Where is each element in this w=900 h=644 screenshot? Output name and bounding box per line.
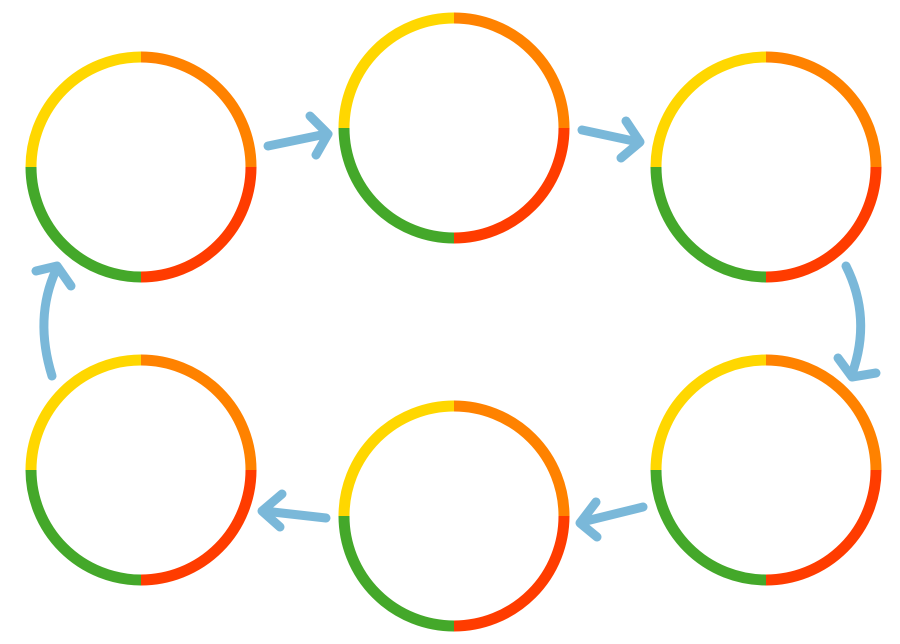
cycle-node-2 [338, 12, 570, 244]
cycle-node-5 [338, 400, 570, 632]
segment-bottom-right [453, 515, 570, 632]
arrow-head [575, 497, 602, 542]
ring-layer [25, 12, 882, 632]
cycle-node-6 [25, 354, 257, 586]
segment-top-right [453, 12, 570, 129]
flow-arrow-node-2-to-node-3 [577, 116, 645, 163]
arrow-head [31, 261, 76, 291]
arrow-shaft [39, 265, 61, 381]
flow-arrow-node-1-to-node-2 [263, 111, 333, 160]
arrow-shaft [577, 502, 648, 527]
arrow-head [616, 116, 645, 163]
arrow-shaft [263, 129, 331, 151]
segment-bottom-right [140, 469, 257, 586]
segment-bottom-left [650, 469, 767, 586]
segment-top-left [338, 12, 455, 129]
arrow-head [305, 111, 333, 160]
segment-top-left [25, 354, 142, 471]
segment-top-left [650, 354, 767, 471]
segment-top-right [140, 51, 257, 168]
segment-bottom-left [338, 127, 455, 244]
flow-arrow-node-4-to-node-5 [575, 497, 648, 542]
cycle-node-4 [650, 354, 882, 586]
segment-bottom-right [453, 127, 570, 244]
flow-arrow-node-5-to-node-6 [257, 489, 331, 532]
arrow-shaft [577, 125, 643, 147]
segment-top-right [765, 354, 882, 471]
segment-bottom-left [25, 469, 142, 586]
flow-arrow-node-6-to-node-1 [31, 261, 76, 381]
segment-bottom-left [25, 166, 142, 283]
segment-bottom-right [765, 166, 882, 283]
arrow-shaft [259, 506, 331, 523]
flow-arrow-node-3-to-node-4 [833, 261, 881, 382]
arrow-head [833, 353, 881, 382]
segment-bottom-right [140, 166, 257, 283]
segment-bottom-left [338, 515, 455, 632]
segment-top-left [650, 51, 767, 168]
segment-top-left [338, 400, 455, 517]
arrow-head [257, 489, 287, 532]
segment-top-right [453, 400, 570, 517]
segment-bottom-left [650, 166, 767, 283]
cycle-node-3 [650, 51, 882, 283]
cycle-node-1 [25, 51, 257, 283]
segment-bottom-right [765, 469, 882, 586]
segment-top-right [140, 354, 257, 471]
arrow-layer [31, 111, 881, 542]
arrow-shaft [841, 261, 866, 379]
segment-top-right [765, 51, 882, 168]
segment-top-left [25, 51, 142, 168]
